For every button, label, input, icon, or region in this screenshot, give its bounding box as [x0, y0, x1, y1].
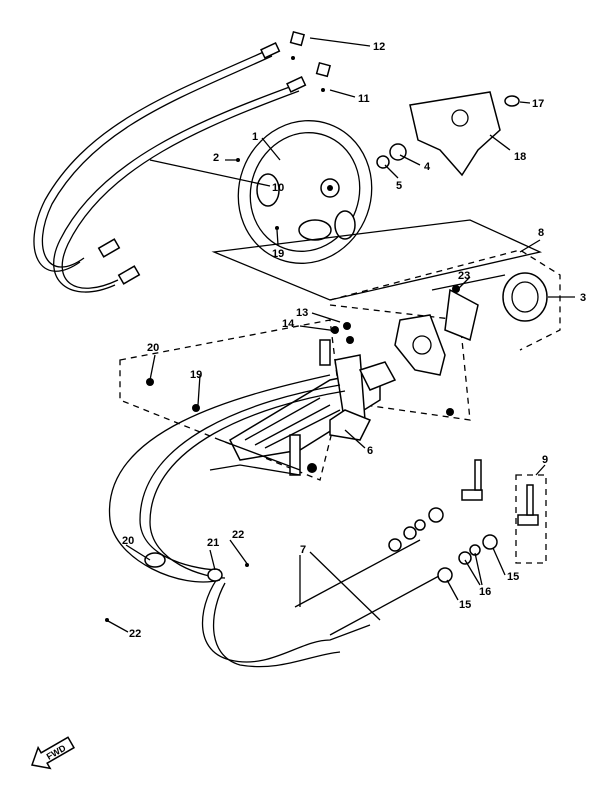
cap — [504, 95, 520, 107]
dash-cover — [409, 91, 501, 177]
callout-9: 9 — [542, 454, 548, 466]
callout-12: 12 — [373, 41, 385, 53]
callout-3: 3 — [580, 292, 586, 304]
plate — [394, 314, 446, 376]
dashed-box-9 — [515, 474, 547, 564]
callout-15: 15 — [459, 599, 471, 611]
callout-19: 19 — [190, 369, 202, 381]
callout-14: 14 — [282, 318, 295, 330]
callout-1: 1 — [252, 131, 258, 143]
callout-16: 16 — [479, 586, 491, 598]
callout-18: 18 — [514, 151, 526, 163]
nut — [389, 143, 407, 161]
callout-7: 7 — [300, 544, 306, 556]
callout-6: 6 — [367, 445, 373, 457]
callout-20: 20 — [122, 535, 134, 547]
callout-22: 22 — [232, 529, 244, 541]
callout-21: 21 — [207, 537, 219, 549]
control-housing — [229, 339, 397, 476]
callout-17: 17 — [532, 98, 544, 110]
callout-8: 8 — [538, 227, 544, 239]
leader-lines — [107, 37, 575, 633]
callout-15: 15 — [507, 571, 519, 583]
hub — [444, 288, 479, 342]
lower-cables — [108, 374, 451, 668]
callout-2: 2 — [213, 152, 219, 164]
callout-23: 23 — [458, 270, 470, 282]
steering-wheel — [237, 120, 373, 264]
dashed-box-8 — [329, 249, 561, 351]
washer — [376, 155, 390, 169]
dashed-box-bracket — [119, 319, 341, 481]
callout-13: 13 — [296, 307, 308, 319]
callout-19: 19 — [272, 248, 284, 260]
callout-20: 20 — [147, 342, 159, 354]
assembly-outline — [211, 219, 543, 301]
upper-cables — [33, 30, 332, 293]
knob — [502, 272, 548, 322]
hardware — [105, 158, 539, 622]
fwd-arrow-icon: FWD — [31, 736, 75, 770]
callout-22: 22 — [129, 628, 141, 640]
callout-11: 11 — [358, 93, 370, 105]
callout-5: 5 — [396, 180, 402, 192]
callout-4: 4 — [424, 161, 431, 173]
callout-10: 10 — [272, 182, 284, 194]
